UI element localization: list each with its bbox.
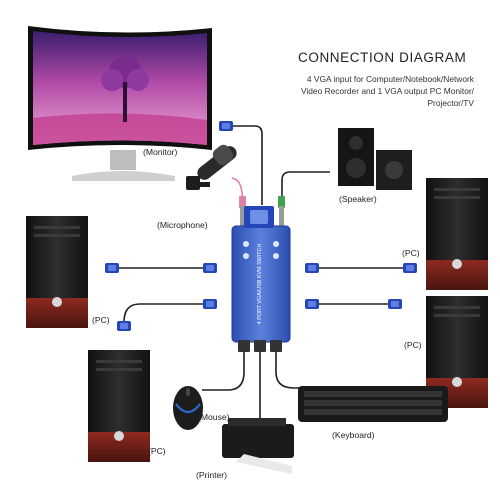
pc-tower-1 xyxy=(26,216,88,328)
speaker-illustration xyxy=(338,128,412,190)
label-pc-left-bottom: (PC) xyxy=(148,446,166,456)
cable-speaker xyxy=(281,171,330,205)
label-mouse: (Mouse) xyxy=(198,412,230,422)
diagram-subtitle-line-2: Video Recorder and 1 VGA output PC Monit… xyxy=(300,86,474,96)
label-keyboard: (Keyboard) xyxy=(332,430,375,440)
diagram-subtitle-line-3: Projector/TV xyxy=(427,98,474,108)
label-pc-right-top: (PC) xyxy=(402,248,420,258)
printer-illustration xyxy=(222,418,294,474)
label-pc-left-top: (PC) xyxy=(92,315,110,325)
label-pc-right-bottom: (PC) xyxy=(404,340,422,350)
audio-plugs xyxy=(239,196,285,226)
pc-tower-3 xyxy=(426,178,488,290)
kvm-switch: 4 PORT VGA/USB KVM SWITCH xyxy=(231,206,291,352)
cables xyxy=(112,125,410,420)
microphone-illustration xyxy=(186,144,237,190)
label-speaker: (Speaker) xyxy=(339,194,377,204)
diagram-subtitle-line-1: 4 VGA input for Computer/Notebook/Networ… xyxy=(306,74,474,84)
mouse-illustration xyxy=(173,386,203,430)
label-printer: (Printer) xyxy=(196,470,228,480)
switch-label: 4 PORT VGA/USB KVM SWITCH xyxy=(257,244,263,325)
cable-keyboard xyxy=(275,350,300,389)
pc-tower-2 xyxy=(88,350,150,462)
monitor-illustration xyxy=(28,26,233,181)
cable-mouse xyxy=(202,350,245,391)
label-microphone: (Microphone) xyxy=(157,220,208,230)
cable-monitor xyxy=(226,125,263,205)
label-monitor: (Monitor) xyxy=(143,147,178,157)
keyboard-illustration xyxy=(298,386,448,422)
cable-pc2 xyxy=(123,303,210,323)
diagram-title: CONNECTION DIAGRAM xyxy=(298,50,467,65)
